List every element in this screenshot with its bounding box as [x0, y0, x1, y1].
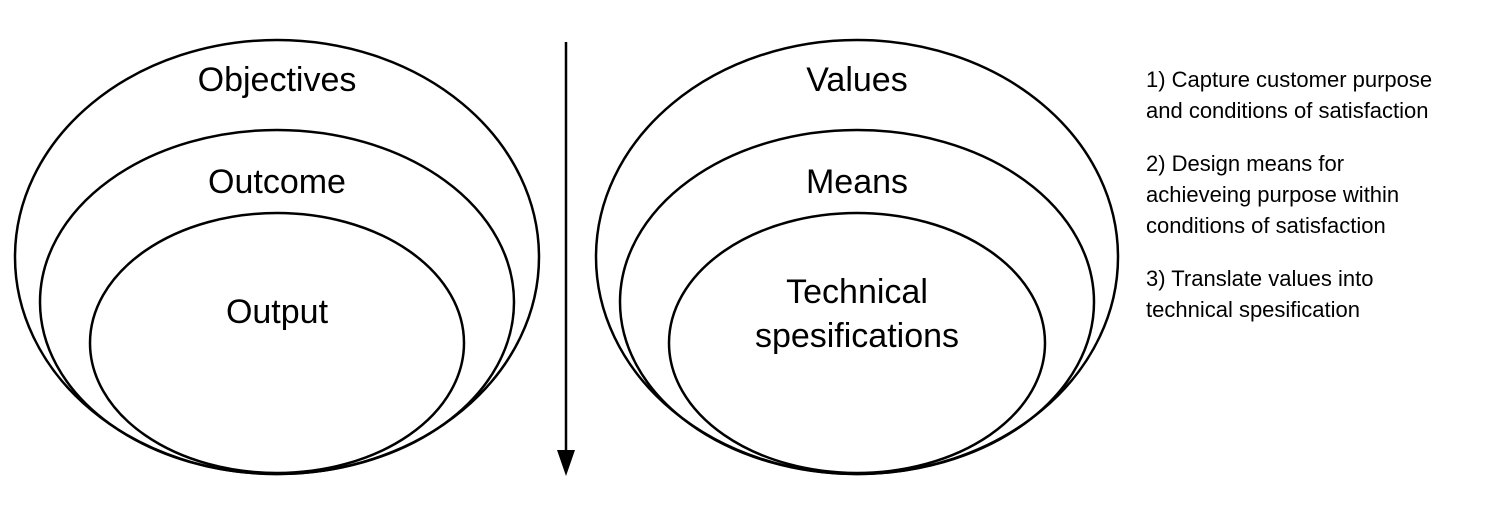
note-line: 3) Translate values into [1146, 266, 1374, 291]
note-step-3: 3) Translate values into technical spesi… [1146, 263, 1491, 325]
right-inner-ellipse [667, 211, 1047, 475]
note-line: conditions of satisfaction [1146, 213, 1386, 238]
note-line: technical spesification [1146, 297, 1361, 322]
left-outer-ellipse [13, 38, 541, 476]
label-technical-specifications: Technical spesifications [697, 270, 1017, 358]
label-technical-line2: spesifications [754, 317, 960, 355]
note-line: achieveing purpose within [1146, 182, 1400, 207]
note-line: 1) Capture customer purpose [1146, 67, 1433, 92]
label-objectives: Objectives [197, 61, 357, 99]
note-line: and conditions of satisfaction [1146, 98, 1429, 123]
note-step-1: 1) Capture customer purpose and conditio… [1146, 64, 1491, 126]
label-outcome: Outcome [208, 163, 346, 201]
label-values: Values [806, 61, 908, 99]
label-output: Output [225, 293, 329, 331]
label-means: Means [805, 163, 909, 201]
left-inner-ellipse [88, 211, 466, 475]
down-arrow-head [557, 450, 575, 476]
label-technical-line1: Technical [786, 273, 928, 311]
steps-notes: 1) Capture customer purpose and conditio… [1146, 64, 1491, 347]
right-outer-ellipse [594, 38, 1120, 476]
note-step-2: 2) Design means for achieveing purpose w… [1146, 148, 1491, 241]
note-line: 2) Design means for [1146, 151, 1345, 176]
